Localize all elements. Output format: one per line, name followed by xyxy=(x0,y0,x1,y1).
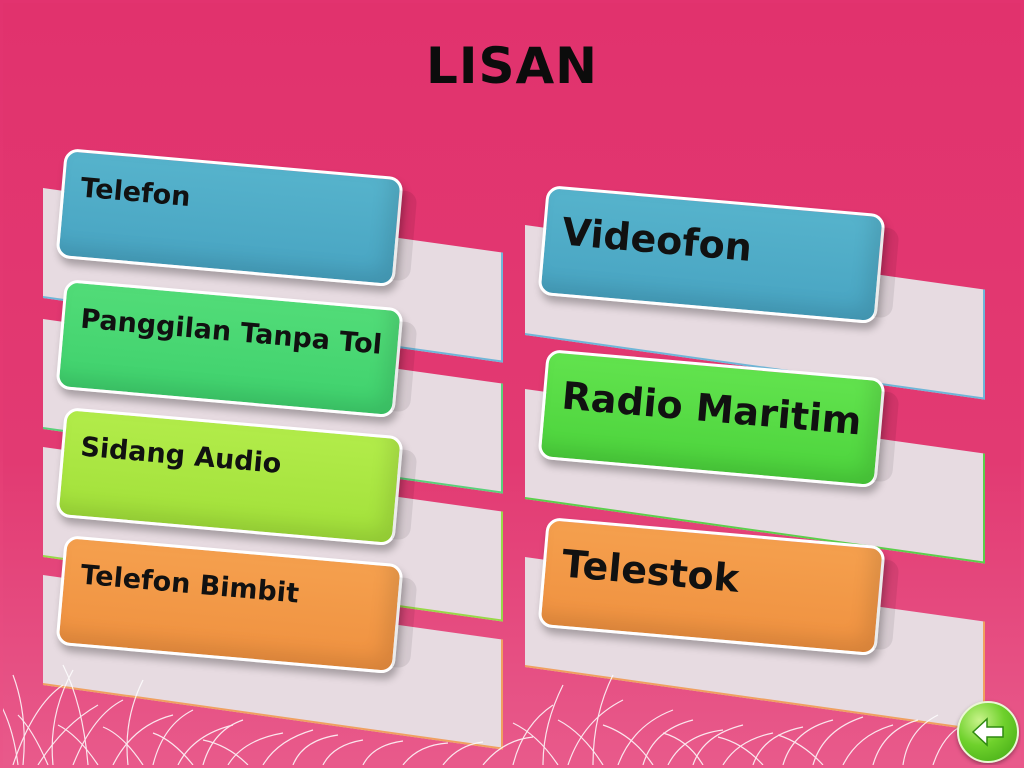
card-label: Telefon Bimbit xyxy=(79,559,301,610)
slide-title: LISAN xyxy=(425,37,599,95)
arrow-left-icon xyxy=(971,717,1004,747)
back-button[interactable] xyxy=(957,701,1019,763)
card-radio-maritim: Radio Maritim xyxy=(525,349,985,564)
card-videofon: Videofon xyxy=(525,185,985,400)
card-label: Panggilan Tanpa Tol xyxy=(79,303,384,361)
card-label: Telefon xyxy=(79,172,192,214)
card-label: Telestok xyxy=(560,541,741,601)
card-label: Radio Maritim xyxy=(560,373,864,444)
card-label: Videofon xyxy=(560,209,754,271)
card-label: Sidang Audio xyxy=(79,431,283,481)
slide: LISAN Telefon Panggilan Tanpa Tol Sidang… xyxy=(3,3,1021,765)
grass-decoration xyxy=(3,664,964,765)
